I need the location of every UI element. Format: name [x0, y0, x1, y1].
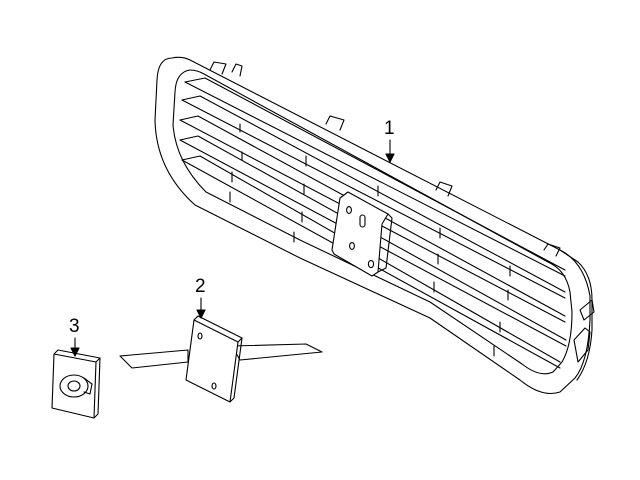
- plate-slot: [359, 214, 366, 228]
- callout-1-arrow: [385, 153, 395, 163]
- grille-center-plate-edge: [377, 213, 393, 273]
- clip-ring-inner: [67, 380, 81, 392]
- plate-hole: [346, 206, 352, 214]
- bracket-hole: [197, 332, 203, 340]
- bracket-right-arm: [231, 343, 323, 361]
- clip-edge: [53, 349, 101, 363]
- callout-2-arrow: [196, 309, 206, 319]
- bracket-icon: [119, 315, 323, 403]
- callout-3-arrow: [70, 347, 80, 357]
- plate-hole: [367, 259, 375, 269]
- clip-ring-outer: [59, 374, 89, 398]
- grille-inner-frame: [172, 69, 573, 375]
- grille-mount-tab-side: [579, 299, 595, 321]
- plate-hole: [349, 242, 355, 250]
- callout-1: 1: [384, 118, 395, 163]
- clip-body: [51, 353, 97, 419]
- callout-label-1: 1: [384, 118, 395, 139]
- bracket-hole: [211, 382, 217, 390]
- callout-label-3: 3: [69, 316, 80, 337]
- grille-mount-tab-lower: [573, 327, 591, 363]
- grille-top-clips: [209, 61, 561, 257]
- callout-3: 3: [69, 316, 80, 357]
- callout-2: 2: [195, 276, 206, 319]
- emblem-clip-icon: [51, 349, 101, 419]
- clip-tab: [83, 377, 93, 395]
- callout-label-2: 2: [195, 276, 206, 297]
- bracket-plate-edge: [193, 315, 243, 343]
- grille-icon: [154, 56, 595, 395]
- bracket-left-arm: [119, 349, 189, 369]
